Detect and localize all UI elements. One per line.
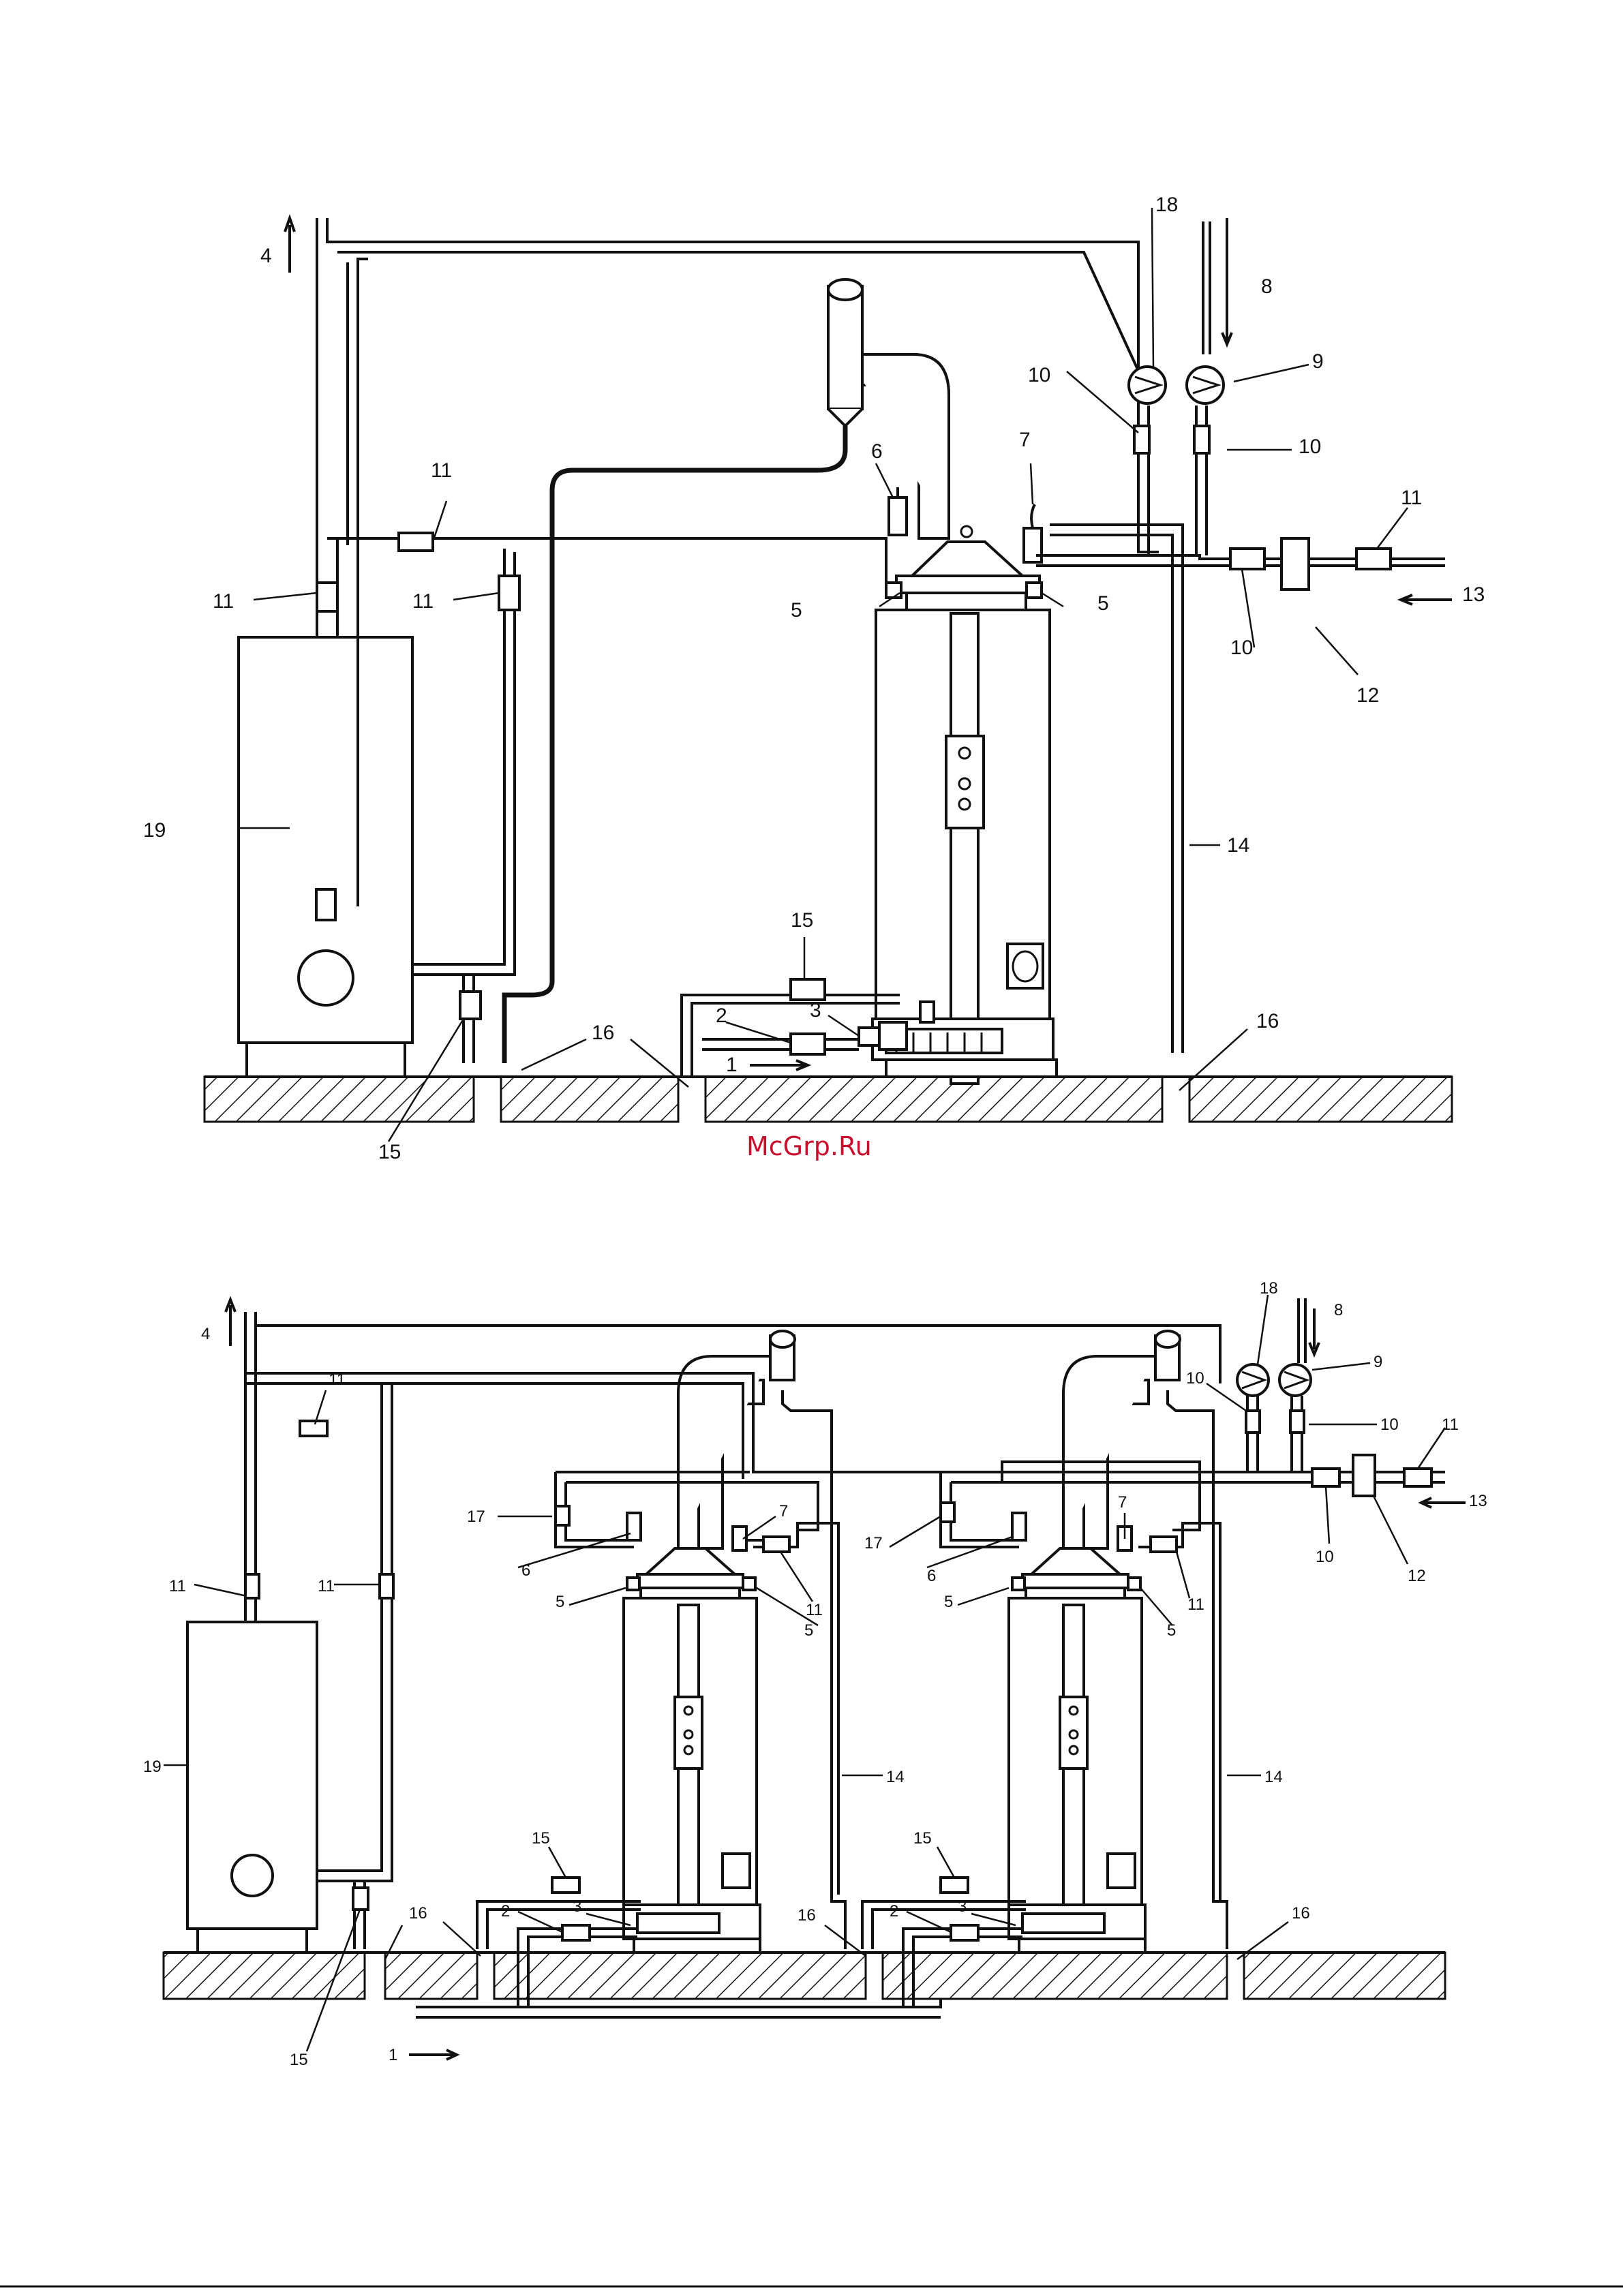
label-1: 1 bbox=[389, 2046, 397, 2064]
label-16: 16 bbox=[592, 1022, 614, 1044]
label-11: 11 bbox=[806, 1601, 823, 1619]
label-16: 16 bbox=[798, 1906, 816, 1925]
label-7: 7 bbox=[1118, 1493, 1127, 1512]
label-11: 11 bbox=[318, 1577, 335, 1595]
label-15: 15 bbox=[532, 1829, 550, 1848]
label-6: 6 bbox=[927, 1567, 936, 1585]
label-11: 11 bbox=[1187, 1595, 1204, 1614]
label-14: 14 bbox=[1264, 1768, 1283, 1786]
leaders-top bbox=[239, 208, 1408, 1142]
piping-bottom bbox=[226, 1298, 1466, 2060]
floor-top bbox=[204, 1077, 1452, 1122]
label-18: 18 bbox=[1260, 1279, 1278, 1298]
label-15: 15 bbox=[378, 1141, 401, 1163]
label-15: 15 bbox=[791, 909, 813, 932]
label-2: 2 bbox=[716, 1005, 727, 1027]
label-11: 11 bbox=[1401, 487, 1422, 509]
label-1: 1 bbox=[726, 1054, 738, 1076]
diagram-bottom: 4 11 11 11 19 17 6 5 5 7 11 17 6 5 5 7 1… bbox=[143, 1279, 1487, 2069]
label-11: 11 bbox=[213, 590, 234, 613]
water-heater-b bbox=[1009, 1331, 1180, 1953]
label-13: 13 bbox=[1469, 1492, 1487, 1510]
storage-tank-bottom bbox=[187, 1622, 317, 1953]
diagram-top: 4 11 11 11 19 6 7 5 5 18 8 9 10 10 10 11… bbox=[143, 194, 1485, 1163]
floor-bottom bbox=[164, 1953, 1445, 2017]
label-6: 6 bbox=[871, 440, 883, 463]
label-14: 14 bbox=[886, 1768, 905, 1786]
label-8: 8 bbox=[1334, 1301, 1343, 1319]
label-15: 15 bbox=[290, 2051, 308, 2069]
label-10: 10 bbox=[1186, 1369, 1204, 1388]
label-10: 10 bbox=[1316, 1548, 1334, 1566]
label-9: 9 bbox=[1312, 350, 1324, 373]
label-16: 16 bbox=[409, 1904, 427, 1923]
label-11: 11 bbox=[169, 1577, 186, 1595]
label-7: 7 bbox=[1019, 429, 1031, 451]
piping-top bbox=[285, 218, 1452, 1077]
label-5: 5 bbox=[804, 1621, 813, 1640]
label-9: 9 bbox=[1374, 1353, 1382, 1371]
water-heater-top bbox=[828, 279, 1057, 1084]
label-15: 15 bbox=[913, 1829, 932, 1848]
label-3: 3 bbox=[573, 1897, 581, 1916]
label-3: 3 bbox=[958, 1897, 967, 1916]
label-8: 8 bbox=[1261, 275, 1273, 298]
water-heater-a bbox=[624, 1331, 795, 1953]
label-17: 17 bbox=[864, 1534, 883, 1552]
label-10: 10 bbox=[1299, 435, 1321, 458]
label-3: 3 bbox=[810, 999, 821, 1022]
label-13: 13 bbox=[1462, 583, 1485, 606]
storage-tank bbox=[239, 637, 412, 1077]
label-2: 2 bbox=[501, 1902, 510, 1920]
label-10: 10 bbox=[1380, 1415, 1399, 1434]
label-6: 6 bbox=[521, 1561, 530, 1580]
label-17: 17 bbox=[467, 1507, 485, 1526]
label-5: 5 bbox=[944, 1593, 953, 1611]
label-11: 11 bbox=[412, 590, 434, 613]
label-10: 10 bbox=[1230, 637, 1253, 659]
label-19: 19 bbox=[143, 819, 166, 842]
label-5: 5 bbox=[791, 599, 802, 622]
label-11: 11 bbox=[431, 459, 452, 482]
label-14: 14 bbox=[1227, 834, 1249, 857]
label-11: 11 bbox=[329, 1371, 346, 1389]
label-19: 19 bbox=[143, 1758, 162, 1776]
label-5: 5 bbox=[1097, 592, 1109, 615]
label-4: 4 bbox=[260, 245, 272, 267]
label-2: 2 bbox=[890, 1902, 898, 1920]
watermark: McGrp.Ru bbox=[746, 1131, 872, 1161]
label-16: 16 bbox=[1292, 1904, 1310, 1923]
label-12: 12 bbox=[1356, 684, 1379, 707]
label-18: 18 bbox=[1155, 194, 1178, 216]
label-7: 7 bbox=[779, 1502, 788, 1520]
label-16: 16 bbox=[1256, 1010, 1279, 1032]
label-12: 12 bbox=[1408, 1567, 1426, 1585]
label-5: 5 bbox=[1167, 1621, 1176, 1640]
label-10: 10 bbox=[1028, 364, 1050, 386]
label-4: 4 bbox=[201, 1325, 210, 1343]
label-11: 11 bbox=[1442, 1415, 1459, 1434]
label-5: 5 bbox=[556, 1593, 564, 1611]
